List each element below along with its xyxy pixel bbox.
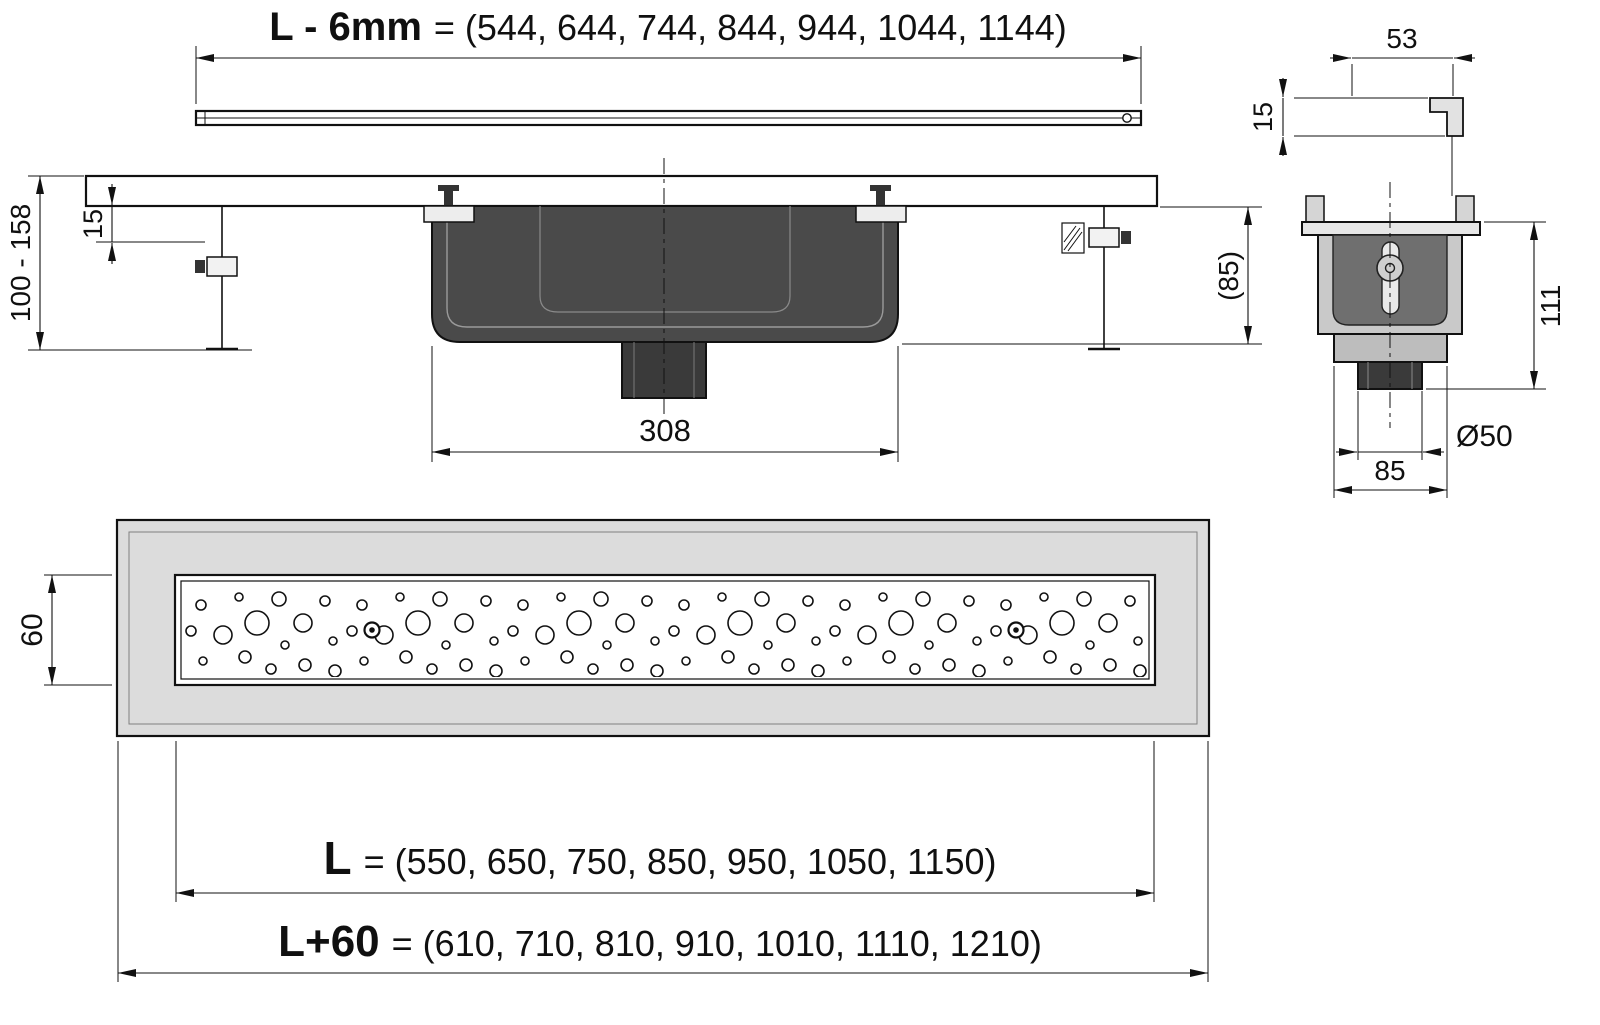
- dim-install-height: 100 - 158: [5, 175, 252, 351]
- section-flange: [1301, 221, 1481, 236]
- base-width-text: 85: [1374, 455, 1405, 486]
- grate-screw-left: [363, 621, 381, 639]
- trap-length-text: 308: [639, 413, 691, 448]
- floor-plate: [84, 174, 1159, 208]
- wall-anchor-right: [1061, 206, 1131, 351]
- overall-length-label: L+60: [278, 917, 380, 966]
- dim-grate-length: L - 6mm = (544, 644, 744, 844, 944, 1044,…: [195, 5, 1142, 104]
- dim-body-height: 111: [1426, 221, 1566, 390]
- grate-hole-icon: [1122, 113, 1132, 123]
- dim-rim-height: 15: [1248, 78, 1445, 156]
- grate-length-label: L - 6mm: [269, 5, 422, 49]
- channel-width-text: 60: [16, 613, 49, 646]
- grate-length-values: = (544, 644, 744, 844, 944, 1044, 1144): [434, 7, 1067, 48]
- install-height-text: 100 - 158: [5, 204, 36, 322]
- wall-anchor-left: [195, 206, 238, 351]
- dim-top-offset: 53: [1330, 23, 1475, 96]
- channel-body: [431, 205, 899, 399]
- dim-base-width: 85: [1333, 366, 1448, 498]
- dim-channel-depth: (85): [902, 206, 1262, 345]
- channel-depth-text: (85): [1213, 251, 1244, 301]
- grate-length-dim-text: L - 6mm = (544, 644, 744, 844, 944, 1044,…: [269, 5, 1067, 49]
- dim-rim-offset: 15: [78, 184, 205, 264]
- dim-trap-length: 308: [431, 346, 899, 462]
- elevation-view: L - 6mm = (544, 644, 744, 844, 944, 1044,…: [5, 5, 1262, 462]
- grate-length-plan-label: L: [324, 832, 352, 884]
- rim-height-text: 15: [1248, 102, 1278, 132]
- rim-profile: [1429, 97, 1464, 196]
- overall-length-text: L+60 = (610, 710, 810, 910, 1010, 1110, 1…: [278, 917, 1042, 966]
- dim-channel-width: 60: [16, 574, 112, 686]
- grate-length-plan-text: L = (550, 650, 750, 850, 950, 1050, 1150): [324, 832, 997, 884]
- overall-length-values: = (610, 710, 810, 910, 1010, 1110, 1210): [392, 923, 1042, 964]
- body-height-text: 111: [1535, 285, 1566, 328]
- grate-screw-right: [1007, 621, 1025, 639]
- dim-outlet-diameter: Ø50: [1336, 391, 1513, 460]
- trough: [431, 205, 899, 343]
- section-view: 53 15: [1248, 23, 1566, 498]
- top-offset-text: 53: [1386, 23, 1417, 54]
- grate-clamp-left: [423, 185, 475, 223]
- dim-overall-length: L+60 = (610, 710, 810, 910, 1010, 1110, 1…: [117, 741, 1209, 982]
- drain-body-section: [1301, 182, 1481, 428]
- grate-clamp-right: [855, 185, 907, 223]
- rim-offset-text: 15: [78, 209, 108, 239]
- plan-view: 60 L = (550, 650, 750, 850, 950, 1050, 11…: [16, 518, 1211, 982]
- grate-perforation: [183, 583, 1147, 677]
- dim-grate-length-plan: L = (550, 650, 750, 850, 950, 1050, 1150): [175, 741, 1155, 902]
- grate-edge-profile: [194, 109, 1143, 127]
- outlet-diameter-text: Ø50: [1456, 420, 1513, 453]
- grate-length-plan-values: = (550, 650, 750, 850, 950, 1050, 1150): [364, 841, 997, 882]
